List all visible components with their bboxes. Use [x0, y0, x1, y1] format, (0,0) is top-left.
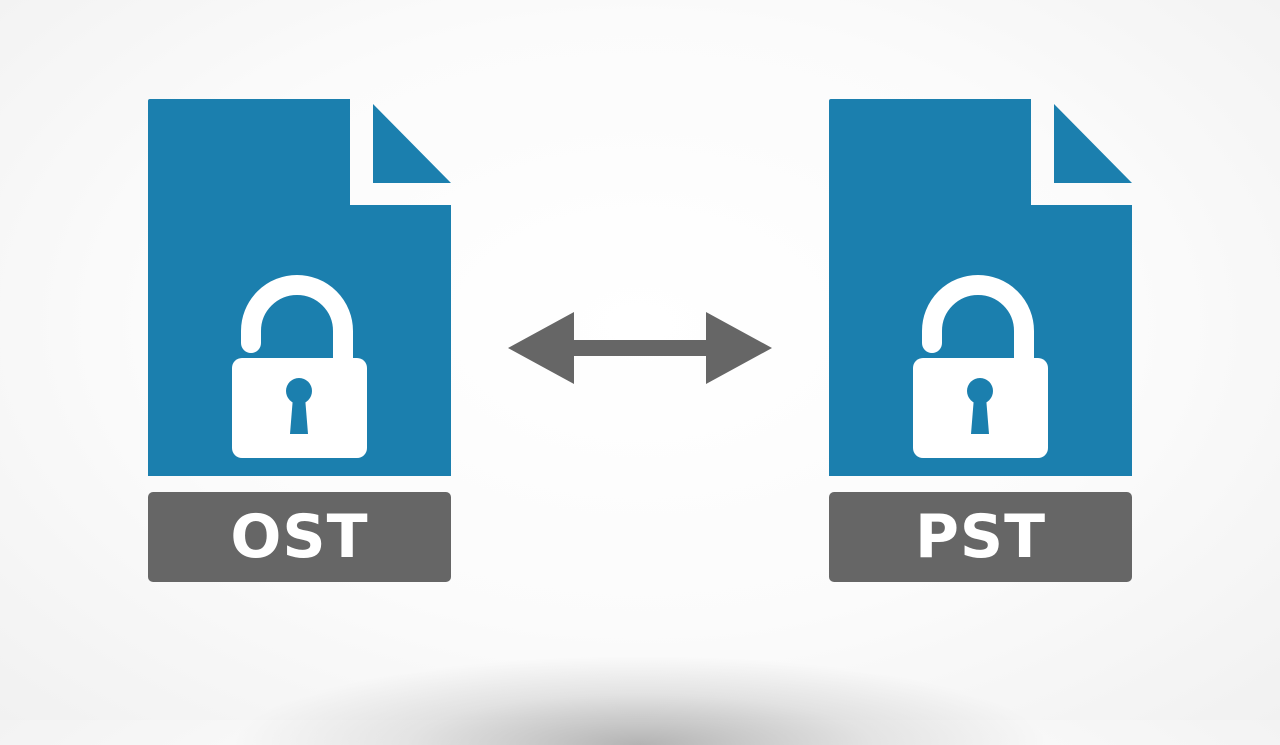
- floor-shadow: [230, 655, 1050, 745]
- ost-label-bar: OST: [148, 492, 451, 582]
- pst-file: PST: [829, 99, 1133, 583]
- file-icon: [829, 99, 1132, 476]
- ost-file: OST: [148, 99, 452, 583]
- unlocked-padlock-icon: [913, 275, 1048, 458]
- pst-label-bar: PST: [829, 492, 1132, 582]
- file-icon: [148, 99, 451, 476]
- unlocked-padlock-icon: [232, 275, 367, 458]
- pst-label: PST: [914, 502, 1047, 572]
- double-headed-arrow-icon: [508, 312, 772, 384]
- ost-label: OST: [230, 502, 369, 572]
